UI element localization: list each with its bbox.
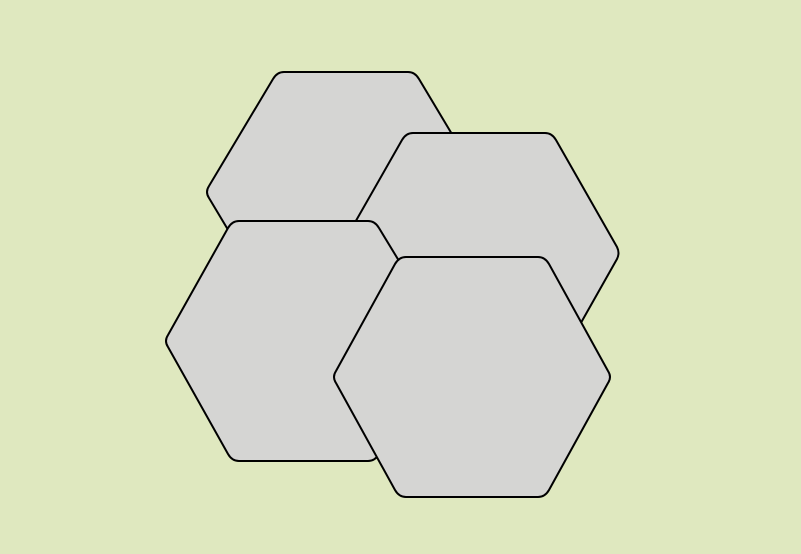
hexagon-bottom-right <box>333 256 611 498</box>
